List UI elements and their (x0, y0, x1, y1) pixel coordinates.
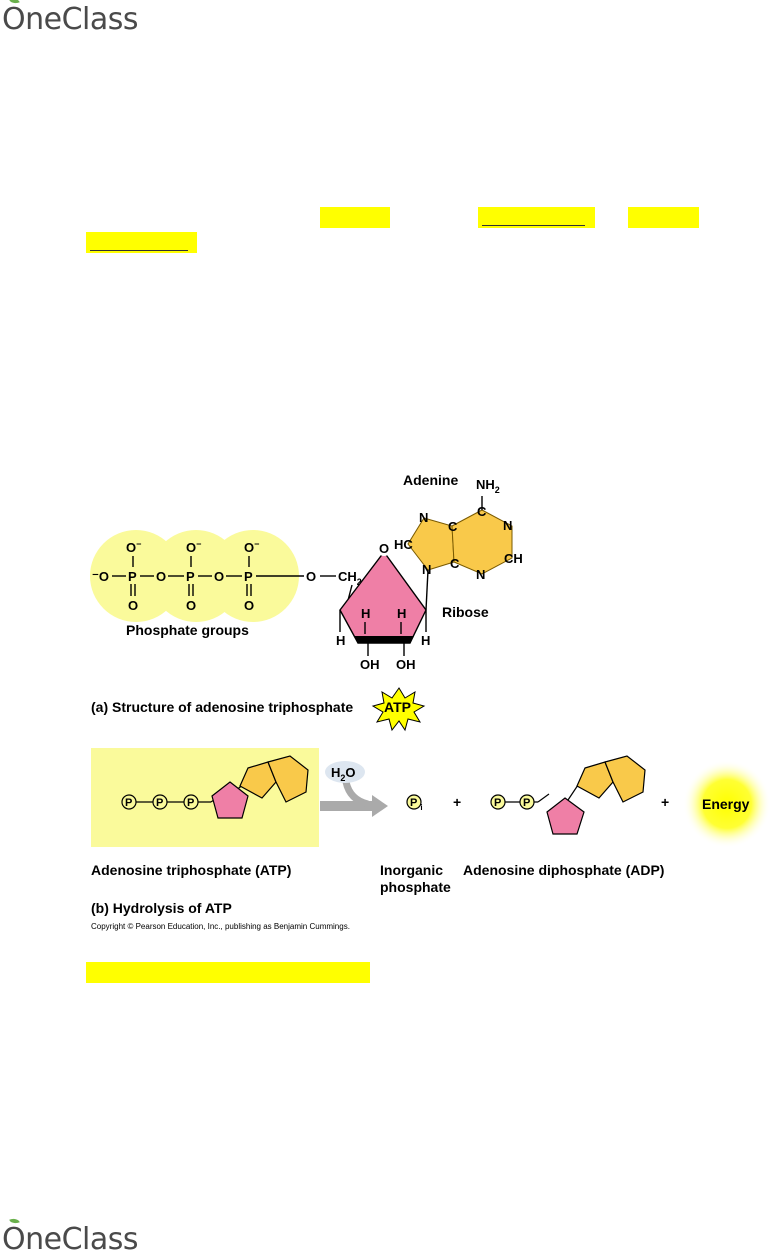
adp-p2: P (523, 797, 530, 809)
o-bottom-1: O (128, 598, 138, 613)
o-bottom-2: O (186, 598, 196, 613)
water-label: H2O (331, 765, 356, 783)
logo-wordmark: OneClass (2, 2, 139, 37)
o-minus-left-label: ⁻O (92, 569, 109, 584)
atp-diagram-svg: ⁻O P O P O P O− O− O− O O O O CH2 Phosph… (90, 472, 771, 931)
ribose-h-inner-1: H (361, 606, 370, 621)
ribose-h-right: H (421, 633, 430, 648)
highlight-block-1 (320, 207, 390, 228)
adp-p1-circle (490, 794, 506, 810)
highlight-underline-4 (90, 250, 188, 251)
hydrolysis-arrow-shaft (320, 801, 372, 811)
highlight-block-4 (86, 232, 197, 253)
oneclass-logo-footer[interactable]: OneClass (2, 1216, 139, 1257)
p2-label: P (186, 569, 195, 584)
atp-star-badge (371, 687, 426, 732)
logo-wordmark-footer: OneClass (2, 1222, 139, 1257)
water-bubble (325, 761, 365, 783)
ribose-label: Ribose (442, 604, 489, 620)
ribose-h-inner-2: H (397, 606, 406, 621)
o-top-1: O− (126, 539, 141, 555)
plus-1: + (453, 794, 461, 810)
hydrolysis-arrow-head (372, 795, 388, 817)
caption-b: (b) Hydrolysis of ATP (91, 900, 232, 916)
atp-p2-circle (152, 794, 168, 810)
adp-adenine-six-ring (604, 755, 646, 803)
atp-figure: ⁻O P O P O P O− O− O− O O O O CH2 Phosph… (0, 460, 784, 940)
oneclass-logo-header[interactable]: OneClass (2, 0, 139, 37)
phosphate-circle-3 (207, 530, 299, 622)
adenine-ch: CH (504, 551, 523, 566)
highlight-underline-2 (482, 225, 585, 226)
adp-adenine-five-ring (576, 761, 614, 799)
adp-p1: P (494, 797, 501, 809)
p3-label: P (244, 569, 253, 584)
p1-label: P (128, 569, 137, 584)
pi-circle (406, 794, 422, 810)
ribose-oh-1: OH (360, 657, 380, 672)
caption-a: (a) Structure of adenosine triphosphate (91, 699, 353, 715)
adenine-hc: HC (394, 537, 413, 552)
atp-p3-circle (183, 794, 199, 810)
adenine-c-mid-2: C (450, 556, 460, 571)
nh2-label: NH2 (476, 477, 500, 495)
atp-ribose-pentagon (211, 781, 249, 819)
o-top-3: O− (244, 539, 259, 555)
atp-p3: P (187, 797, 194, 809)
atp-adenine-five-ring (239, 761, 277, 799)
energy-glow (683, 760, 771, 848)
highlight-block-5 (86, 962, 370, 983)
adenine-n-right: N (503, 518, 512, 533)
adenine-five-ring (407, 517, 455, 571)
o-link-label: O (306, 569, 316, 584)
highlight-block-2 (478, 207, 595, 228)
adenine-label: Adenine (403, 472, 458, 488)
inorganic-label-2: phosphate (380, 879, 451, 895)
copyright-text: Copyright © Pearson Education, Inc., pub… (91, 922, 350, 931)
ribose-o-label: O (379, 541, 389, 556)
adenine-c-mid-1: C (448, 519, 458, 534)
adenine-n-link: N (422, 562, 431, 577)
o-bridge-2-label: O (214, 569, 224, 584)
adenine-c-top: C (477, 504, 487, 519)
atp-p2: P (156, 797, 163, 809)
adp-p2-circle (519, 794, 535, 810)
adp-full-label: Adenosine diphosphate (ADP) (463, 862, 664, 878)
o-bridge-1-label: O (156, 569, 166, 584)
atp-p1: P (125, 797, 132, 809)
o-top-2: O− (186, 539, 201, 555)
adp-ribose-pentagon (546, 797, 585, 835)
o-bottom-3: O (244, 598, 254, 613)
energy-label: Energy (702, 796, 750, 812)
adenine-n-bottom: N (476, 567, 485, 582)
water-curve-arrow (342, 781, 369, 808)
atp-p1-circle (121, 794, 137, 810)
ribose-h-left: H (336, 633, 345, 648)
ch2-label: CH2 (338, 569, 362, 587)
atp-badge-label: ATP (384, 699, 411, 715)
adenine-n-left-top: N (419, 510, 428, 525)
atp-adenine-six-ring (267, 755, 309, 803)
atp-full-label: Adenosine triphosphate (ATP) (91, 862, 291, 878)
plus-2: + (661, 794, 669, 810)
ribose-oh-2: OH (396, 657, 416, 672)
phosphate-groups-label: Phosphate groups (126, 622, 249, 638)
ribose-ring (339, 550, 427, 644)
inorganic-label-1: Inorganic (380, 862, 443, 878)
highlight-block-3 (628, 207, 699, 228)
